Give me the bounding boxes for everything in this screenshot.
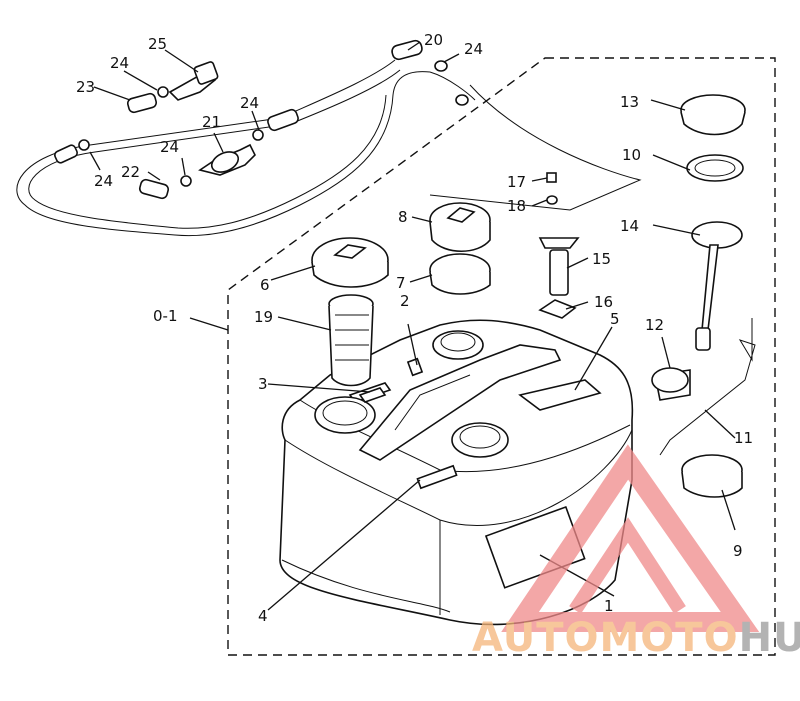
label-part-15: 15 [592,250,611,268]
label-part-4: 4 [258,607,268,625]
label-part-3: 3 [258,375,268,393]
label-part-18: 18 [507,197,526,215]
hose-connector [168,61,219,101]
label-assembly-0-1: 0-1 [153,307,178,325]
label-part-7: 7 [396,274,406,292]
label-part-5: 5 [610,310,620,328]
label-part-21: 21 [202,113,221,131]
label-part-10: 10 [622,146,641,164]
label-part-23: 23 [76,78,95,96]
automotohub-watermark: AUTOMOTOHUB [472,444,800,661]
primer-bulb [198,143,256,176]
label-part-11: 11 [734,429,753,447]
label-part-24-a: 24 [110,54,129,72]
leader-lines [89,41,736,611]
label-part-1: 1 [604,597,614,615]
fuel-gauge-parts [680,94,746,351]
label-part-8: 8 [398,208,408,226]
watermark-inner-triangle-icon [569,517,686,614]
part-labels: 1 2 3 4 5 6 7 8 9 10 11 12 13 14 15 16 1… [76,31,753,625]
assembly-boundary [227,57,776,656]
float-assembly [651,318,756,456]
label-part-24-d: 24 [94,172,113,190]
label-part-24-c: 24 [160,138,179,156]
vent-cap-ring [429,253,491,295]
label-part-20: 20 [424,31,443,49]
vent-cap [429,202,491,252]
gasket-3 [358,387,387,403]
label-part-19: 19 [254,308,273,326]
label-part-24-b: 24 [240,94,259,112]
label-part-6: 6 [260,276,270,294]
strainer [328,294,374,387]
vent-assembly [538,172,580,319]
label-part-14: 14 [620,217,639,235]
watermark-text-hub: HUB [739,615,800,661]
label-part-9: 9 [733,542,743,560]
watermark-text-automoto: AUTOMOTO [472,615,739,661]
label-part-25: 25 [148,35,167,53]
label-part-2: 2 [400,292,410,310]
label-part-13: 13 [620,93,639,111]
filler-cap [311,237,389,288]
label-part-16: 16 [594,293,613,311]
label-part-17: 17 [507,173,526,191]
label-part-24-e: 24 [464,40,483,58]
watermark-triangle-icon [501,444,760,632]
tank-openings [314,330,509,458]
label-part-22: 22 [121,163,140,181]
label-part-12: 12 [645,316,664,334]
fuel-hose-assembly [16,39,642,237]
gauge-ring [681,454,743,498]
svg-text:AUTOMOTOHUB: AUTOMOTOHUB [472,615,800,661]
